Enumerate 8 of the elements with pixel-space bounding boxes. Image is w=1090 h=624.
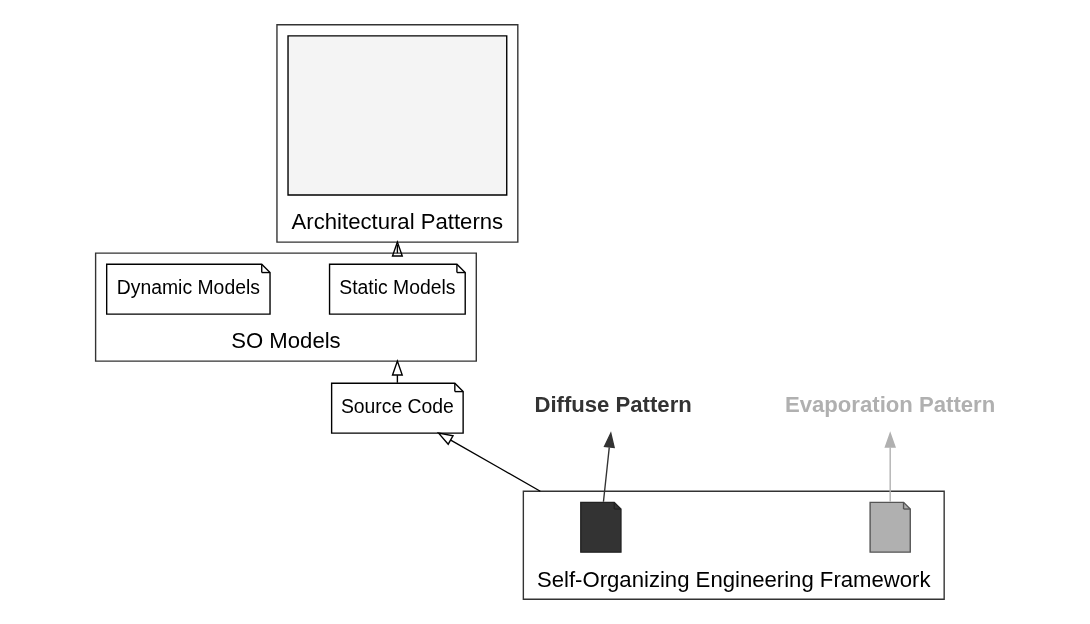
- cluster: Self-Organizing Engineering Framework: [522, 490, 945, 600]
- node-box: [286, 35, 507, 196]
- node-text: Evaporation Pattern: [784, 392, 995, 418]
- arrow: [883, 431, 896, 503]
- arrow: [602, 431, 615, 503]
- node-text: Diffuse Pattern: [533, 392, 692, 418]
- cluster: Architectural Patterns: [275, 24, 518, 243]
- arrow: [436, 432, 541, 492]
